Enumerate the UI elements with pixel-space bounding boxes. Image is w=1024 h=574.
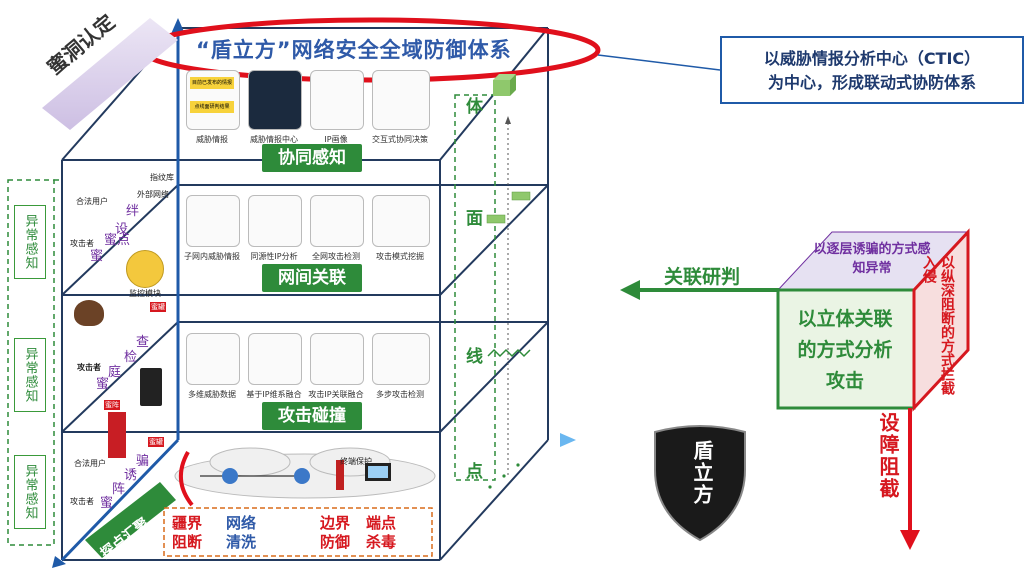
right-cube (776, 228, 970, 412)
shield-label: 盾立方 (690, 440, 714, 506)
lure-label: 诱 (124, 468, 138, 483)
check-label: 查 (136, 335, 150, 350)
bait-label: 绊 (126, 204, 140, 219)
probe-label: 蜜点 (104, 233, 131, 248)
layer-2-caption-4: 攻击模式挖掘 (376, 252, 424, 261)
setup-block-label: 设障阻截 (876, 412, 900, 500)
layer-3-panel: 多维威胁数据 基于IP维系融合 攻击IP关联融合 多步攻击检测 (186, 333, 436, 403)
shield (654, 425, 746, 542)
legal-user2-label: 合法用户 (74, 459, 106, 468)
honey-2: 蜜 (96, 377, 110, 392)
layer-1-thumb-3 (310, 70, 364, 130)
layer-1-thumb-2 (248, 70, 302, 130)
honey-array-tag: 蜜阵 (104, 400, 120, 410)
outside-network-label: 外部网络 (137, 190, 169, 199)
attacker-avatar (74, 300, 104, 326)
sense-box-1: 异常感知 (14, 205, 46, 279)
cube-front-text: 以立体关联的方式分析攻击 (797, 308, 893, 392)
layer-1-caption-3: IP画像 (324, 135, 348, 144)
layer-1-caption-2: 威胁情报中心 (250, 135, 298, 144)
note-box-1: 目前已发布的情报 (190, 77, 234, 89)
bottom-tag-1: 疆界阻断 (171, 514, 202, 551)
dimension-line: 线 (466, 347, 483, 367)
honey-tag: 蜜罐 (150, 302, 166, 312)
layer-1-panel: 目前已发布的情报 点线面研判结果 威胁情报 威胁情报中心 IP画像 交互式协同决… (186, 70, 436, 150)
legal-user-label: 合法用户 (76, 197, 108, 206)
courtyard-label: 检 (124, 350, 138, 365)
dimension-body: 体 (466, 97, 483, 117)
ctic-line-1: 以威胁情报分析中心（CTIC） (763, 49, 981, 68)
top-left-band (42, 18, 178, 130)
server-icon (140, 368, 162, 406)
fingerprint-label: 指纹库 (150, 173, 174, 182)
honey-3: 蜜 (100, 496, 114, 511)
layer-3-label: 攻击碰撞 (262, 402, 362, 430)
sense-box-3: 异常感知 (14, 455, 46, 529)
layer-3-caption-3: 攻击IP关联融合 (308, 390, 364, 399)
attacker2-label: 攻击者 (77, 363, 101, 372)
layer-3-thumb-3 (310, 333, 364, 385)
dimension-point: 点 (466, 462, 483, 482)
terminal-protect-label: 终端保护 (340, 457, 372, 466)
bottom-tag-2: 网络清洗 (225, 514, 256, 551)
layer-3-caption-1: 多维威胁数据 (188, 390, 236, 399)
layer-2-caption-2: 同源性IP分析 (250, 252, 298, 261)
bottom-tag-4: 端点杀毒 (365, 514, 396, 551)
layer-2-caption-3: 全网攻击检测 (312, 252, 360, 261)
diagram-title: “盾立方”网络安全全域防御体系 (196, 38, 512, 62)
layer-2-thumb-2 (248, 195, 302, 247)
layer-3-thumb-1 (186, 333, 240, 385)
cube-right-text: 以纵深阻断的方式拦截入侵 (921, 255, 955, 395)
layer-1-thumb-1: 目前已发布的情报 点线面研判结果 (186, 70, 240, 130)
layer-2-thumb-4 (372, 195, 430, 247)
ctic-line-2: 为中心，形成联动式协防体系 (767, 73, 976, 92)
layer-1-caption-1: 威胁情报 (196, 135, 228, 144)
note-box-2: 点线面研判结果 (190, 101, 234, 113)
layer-2-caption-1: 子网内威胁情报 (184, 252, 240, 261)
monitor-label: 监控模块 (129, 289, 161, 298)
layer-2-panel: 子网内威胁情报 同源性IP分析 全网攻击检测 攻击模式挖掘 (184, 195, 436, 265)
layer-2-label: 网间关联 (262, 264, 362, 292)
sense-box-2: 异常感知 (14, 338, 46, 412)
dimension-icons (486, 74, 531, 489)
hp-tag: 蜜罐 (148, 437, 164, 447)
attacker-label: 攻击者 (70, 239, 94, 248)
layer-3-thumb-2 (248, 333, 302, 385)
court-label: 庭 (108, 365, 122, 380)
layer-2-thumb-1 (186, 195, 240, 247)
layer-1-caption-4: 交互式协同决策 (372, 135, 428, 144)
honey-1: 蜜 (90, 249, 104, 264)
firewall-icon (108, 412, 126, 458)
correlate-label: 关联研判 (664, 266, 741, 288)
layer-1-thumb-4 (372, 70, 430, 130)
cube-top-text: 以逐层诱骗的方式感知异常 (813, 242, 931, 276)
layer-1-label: 协同感知 (262, 144, 362, 172)
monitor-icon (126, 250, 164, 288)
bottom-left-band (85, 482, 176, 558)
axes (52, 18, 576, 568)
ctic-box: 以威胁情报分析中心（CTIC） 为中心，形成联动式协防体系 (720, 36, 1024, 104)
set-label: 设 (115, 222, 129, 237)
layer-3-thumb-4 (372, 333, 430, 385)
dimension-surface: 面 (466, 209, 483, 229)
bottom-tag-3: 边界防御 (319, 514, 350, 551)
cheat-label: 骗 (136, 454, 150, 469)
network-cloud (174, 447, 436, 499)
attacker3-label: 攻击者 (70, 497, 94, 506)
array-label: 阵 (112, 482, 126, 497)
layer-3-caption-2: 基于IP维系融合 (246, 390, 302, 399)
layer-2-thumb-3 (310, 195, 364, 247)
layer-3-caption-4: 多步攻击检测 (376, 390, 424, 399)
